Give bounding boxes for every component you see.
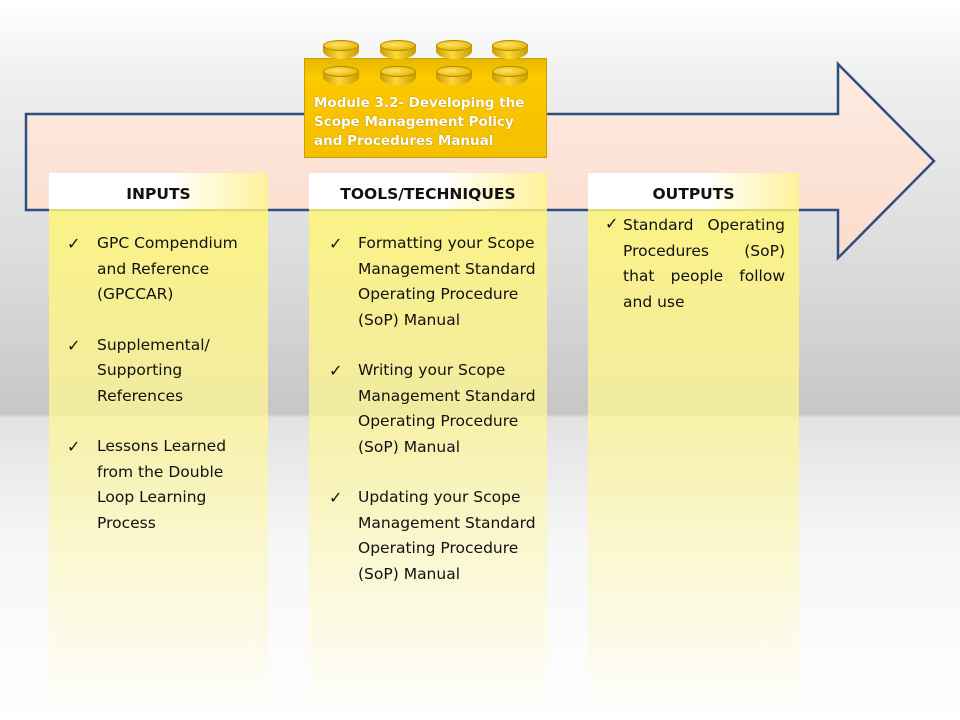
checkmark-icon: ✓ [67,437,81,456]
brick-stud [380,40,416,62]
checkmark-icon: ✓ [605,214,619,233]
list-item: ✓Standard Operating Procedures (SoP) tha… [588,213,799,315]
checkmark-icon: ✓ [329,361,343,380]
brick-stud [323,66,359,88]
module-brick: Module 3.2- Developing the Scope Managem… [304,38,547,158]
checkmark-icon: ✓ [67,335,81,355]
tools-header: TOOLS/TECHNIQUES [309,173,547,209]
brick-stud [323,40,359,62]
list-item: ✓ Updating your Scope Management Standard… [309,485,547,587]
item-text: GPC Compendium and Reference (GPCCAR) [97,234,238,303]
checkmark-icon: ✓ [329,488,343,507]
item-text: Writing your Scope Management Standard O… [358,361,536,456]
tools-list: ✓ Formatting your Scope Management Standa… [309,209,547,587]
inputs-column: INPUTS ✓ GPC Compendium and Reference (GP… [49,173,268,720]
brick-stud [380,66,416,88]
outputs-column: OUTPUTS ✓Standard Operating Procedures (… [588,173,799,720]
list-item: ✓ Formatting your Scope Management Standa… [309,231,547,333]
brick-stud [492,66,528,88]
checkmark-icon: ✓ [67,234,81,253]
list-item: ✓ Supplemental/ Supporting References [49,333,268,410]
brick-stud [492,40,528,62]
item-text: Supplemental/ Supporting References [97,335,210,405]
inputs-list: ✓ GPC Compendium and Reference (GPCCAR) ✓… [49,209,268,536]
inputs-header: INPUTS [49,173,268,209]
outputs-header: OUTPUTS [588,173,799,209]
list-item: ✓ Writing your Scope Management Standard … [309,358,547,460]
checkmark-icon: ✓ [329,234,343,253]
module-title: Module 3.2- Developing the Scope Managem… [314,95,525,149]
brick-stud [436,66,472,88]
brick-stud [436,40,472,62]
item-text: Updating your Scope Management Standard … [358,488,536,583]
tools-column: TOOLS/TECHNIQUES ✓ Formatting your Scope … [309,173,547,720]
list-item: ✓ Lessons Learned from the Double Loop Le… [49,434,268,536]
outputs-list: ✓Standard Operating Procedures (SoP) tha… [588,209,799,315]
item-text: Standard Operating Procedures (SoP) that… [623,216,785,311]
item-text: Lessons Learned from the Double Loop Lea… [97,437,227,532]
item-text: Formatting your Scope Management Standar… [358,234,536,329]
list-item: ✓ GPC Compendium and Reference (GPCCAR) [49,231,268,308]
